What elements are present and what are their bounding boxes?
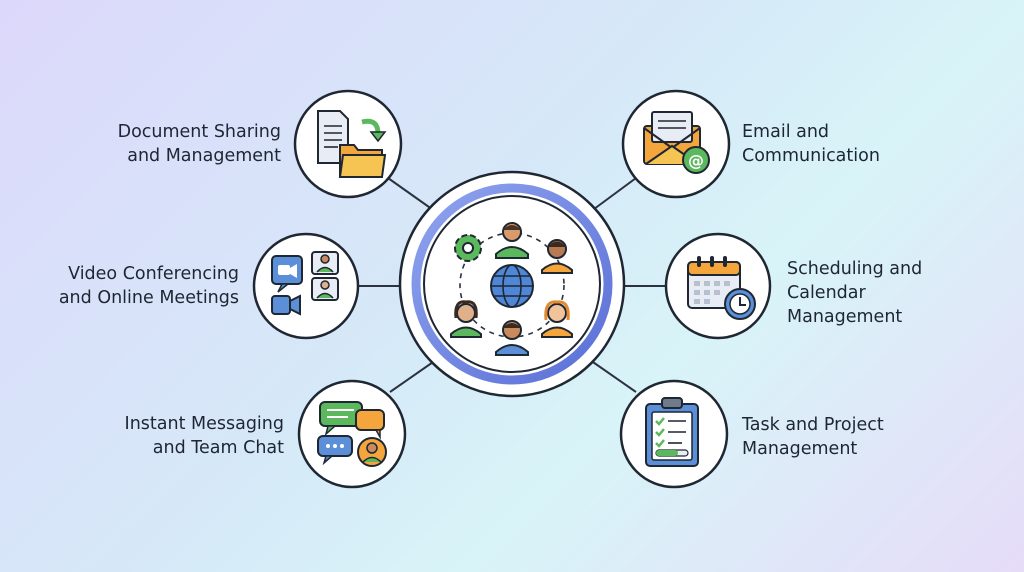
document-sharing-label: Document Sharing and Management	[118, 120, 281, 168]
label-line: Video Conferencing	[68, 264, 239, 284]
person-right-bottom-icon	[541, 300, 573, 338]
label-line: Calendar	[787, 283, 866, 303]
connector-lines	[354, 177, 668, 393]
email-label: Email and Communication	[742, 120, 880, 168]
person-top-icon	[495, 222, 529, 259]
video-conferencing-label: Video Conferencing and Online Meetings	[59, 262, 239, 310]
person-right-top-icon	[541, 239, 573, 274]
label-line: Scheduling and	[787, 259, 923, 279]
label-line: and Management	[127, 146, 281, 166]
label-line: Management	[787, 307, 903, 327]
scheduling-label: Scheduling and Calendar Management	[787, 257, 922, 329]
task-management-label: Task and Project Management	[742, 413, 884, 461]
label-line: Communication	[742, 146, 880, 166]
hub-node	[398, 170, 626, 398]
label-line: Document Sharing	[117, 122, 281, 142]
scheduling-node	[664, 232, 772, 340]
video-conferencing-node	[252, 232, 360, 340]
team-network-globe-icon	[450, 222, 573, 356]
email-envelope-icon: @	[643, 111, 710, 174]
instant-messaging-node	[297, 379, 407, 489]
label-line: Email and	[742, 122, 830, 142]
video-call-icon	[271, 251, 339, 316]
gear-icon	[454, 234, 482, 262]
clipboard-checklist-icon	[645, 397, 699, 467]
label-line: and Online Meetings	[58, 288, 239, 308]
task-management-node	[619, 379, 729, 489]
document-sharing-node	[293, 89, 403, 199]
instant-messaging-label: Instant Messaging and Team Chat	[125, 412, 284, 460]
label-line: Task and Project	[742, 415, 884, 435]
chat-bubbles-icon	[317, 401, 387, 467]
person-left-bottom-icon	[450, 300, 482, 338]
person-bottom-icon	[495, 320, 529, 356]
document-folder-icon	[317, 110, 387, 178]
label-line: Instant Messaging	[124, 414, 284, 434]
label-line: Management	[742, 439, 858, 459]
calendar-clock-icon	[687, 256, 756, 320]
label-line: and Team Chat	[152, 438, 284, 458]
email-node: @	[621, 89, 731, 199]
svg-text:@: @	[688, 151, 704, 170]
